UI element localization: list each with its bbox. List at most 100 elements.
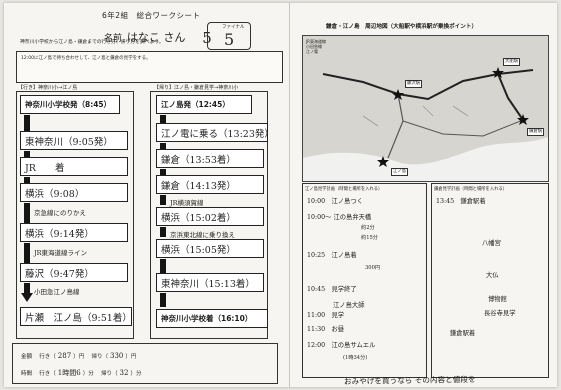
inbound-column [150,91,268,339]
plan-line: 博物館 [488,296,507,303]
route-line [24,115,30,131]
fare-unit: 円 [130,354,137,360]
badge-value: 5 [224,30,235,49]
fare-row: 金額 行き（287）円 帰り（330）円 [21,352,137,360]
instruction-box: 12:00に江ノ島で待ち合わせして、江ノ島と鎌倉の見学をする。 [16,51,283,83]
outbound-column [16,91,134,339]
badge-box: ファイナル 5 [207,22,251,50]
intro-line-1: 神奈川小学校から江ノ島・鎌倉までの行き方、帰り方を調べよう。 [20,40,164,45]
fare-go-label: 行き [39,354,51,360]
time-unit: 分 [135,371,142,377]
plan-line: 10:45 見学終了 [307,286,357,293]
outbound-stop-5: 藤沢（9:47発） [20,263,128,282]
plan-line: 12:00 江の島サムエル [307,342,376,349]
plan-line: 10:00〜 江の島弁天橋 [307,214,372,221]
fare-label: 金額 [21,354,33,360]
name-label: 名前 [104,34,123,44]
legend-item: JR東海道線 [306,39,326,44]
legend-item: 江ノ電 [306,49,318,54]
outbound-transfer-3: 小田急江ノ島線 [34,288,80,296]
outbound-stop-4: 横浜（9:14発） [20,223,128,242]
route-line [160,259,166,273]
route-line [24,177,30,185]
time-go-label: 行き [39,371,51,377]
plan-line: 八幡宮 [482,240,501,247]
plan-line: 13:45 鎌倉駅着 [436,198,486,205]
inbound-stop-6: 東神奈川（15:13着） [156,273,264,292]
cost-box: 金額 行き（287）円 帰り（330）円 時間 行き（1時間6）分 帰り（32）… [12,343,278,384]
time-unit: 分 [88,371,94,377]
badge-sub: ファイナル [222,25,245,30]
plan-line: 10:00 江ノ島つく [307,198,363,205]
inbound-header: 【帰り】江ノ島・鎌倉見学→神奈川小 [154,85,239,91]
inbound-stop-2: 鎌倉（13:53着） [156,149,264,168]
plan-line: 約2分 [361,225,375,231]
intro-text: 神奈川小学校から江ノ島・鎌倉までの行き方、帰り方を調べよう。 [20,39,288,47]
legend-item: 小田急線 [306,44,322,49]
route-line [24,283,30,293]
plan-line: 300円 [365,265,381,271]
inbound-stop-4: 横浜（15:02着） [156,207,264,226]
area-map: 藤沢駅 大船駅 鎌倉駅 江ノ島 [302,35,549,182]
inbound-end: 神奈川小学校着（16:10） [156,309,268,328]
plan-line: 11:00 見学 [307,312,345,319]
route-line [160,227,166,237]
souvenir-note: おみやげを買うなら その内容と値段を [343,374,476,387]
plan-line: 約15分 [361,235,378,241]
inbound-transfer-1: JR横須賀線 [170,199,204,207]
route-line [24,203,30,223]
inbound-stop-3: 鎌倉（14:13発） [156,175,264,194]
route-line [24,243,30,263]
inbound-stop-5: 横浜（15:05発） [156,239,264,258]
enoshima-plan-box: 江ノ島見学計画（時間と場所を入れる） 10:00 江ノ島つく 10:00〜 江の… [302,183,427,378]
enoshima-plan-header: 江ノ島見学計画（時間と場所を入れる） [305,187,383,192]
inbound-transfer-2: 京浜東北線に乗り換え [170,231,235,239]
worksheet-page: 6年2組 総合ワークシート 名前 はなこ さん 5 ファイナル 5 神奈川小学校… [4,3,557,387]
route-line [160,169,166,177]
route-line [160,195,166,205]
fare-go-value: 287 [57,352,72,360]
outbound-stop-1: 東神奈川（9:05発） [20,131,128,150]
time-row: 時間 行き（1時間6）分 帰り（32）分 [21,369,142,377]
instruction-line-1: 12:00に江ノ島で待ち合わせして、江ノ島と鎌倉の見学をする。 [21,56,151,61]
route-line [160,115,166,125]
map-label-kamakura: 鎌倉駅 [527,128,545,136]
inbound-start: 江ノ島発（12:45） [156,95,252,114]
outbound-header: 【行き】神奈川小→江ノ島 [18,85,78,91]
route-line [160,293,166,307]
outbound-transfer-1: 京急線にのりかえ [34,209,86,217]
map-legend: JR東海道線 小田急線 江ノ電 [306,39,366,54]
outbound-stop-6: 片瀬 江ノ島（9:51着） [20,307,132,326]
name-value: はなこ さん [126,31,186,44]
plan-line: 長谷寺見学 [484,310,516,317]
fare-unit: 円 [78,354,85,360]
map-title: 鎌倉・江ノ島 周辺地図（大船駅や横浜駅が乗換ポイント） [326,24,478,30]
outbound-stop-3: 横浜（9:08） [20,183,128,202]
map-label-enoshima: 江ノ島 [391,168,409,176]
outbound-start: 神奈川小学校発（8:45） [20,95,120,114]
plan-line: 鎌倉駅着 [450,330,476,337]
time-back-label: 帰り [101,371,113,377]
plan-line: (1時34分) [343,355,368,361]
kamakura-plan-box: 鎌倉見学計画（時間と場所を入れる） 13:45 鎌倉駅着 八幡宮 大仏 博物館 … [431,183,549,378]
time-label: 時間 [21,371,33,377]
kamakura-plan-header: 鎌倉見学計画（時間と場所を入れる） [434,187,508,192]
map-label-fujisawa: 藤沢駅 [405,80,423,88]
plan-line: 10:25 江ノ島着 [307,252,357,259]
arrow-down-icon [21,293,33,302]
time-go-value: 1時間6 [57,369,81,377]
map-label-ofuna: 大船駅 [503,58,521,66]
fare-back-value: 330 [109,352,124,360]
fare-back-label: 帰り [91,354,103,360]
page-fold [289,3,290,387]
route-line [160,143,166,151]
plan-line: 江ノ島大師 [333,302,365,309]
time-back-value: 32 [119,369,129,377]
plan-line: 大仏 [486,272,499,279]
route-line [24,151,30,159]
plan-line: 11:30 お昼 [307,326,345,333]
outbound-transfer-2: JR東海道線ライン [34,249,87,257]
worksheet-title: 6年2組 総合ワークシート [102,11,201,20]
outbound-stop-2: JR 着 [20,157,128,176]
inbound-stop-1: 江ノ電に乗る（13:23発） [156,123,268,142]
